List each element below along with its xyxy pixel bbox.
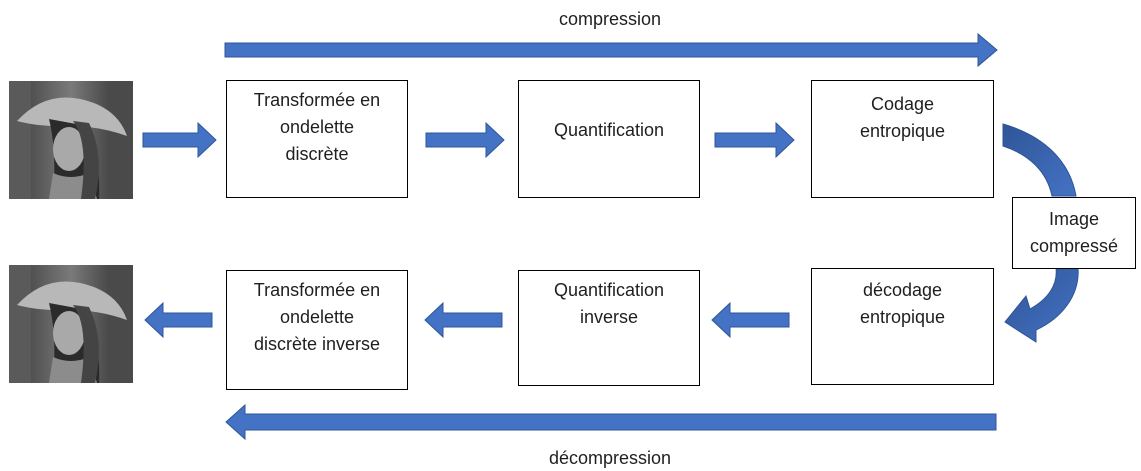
compressed-image-box: Image compressé	[1012, 197, 1136, 269]
idwt-line-3: discrète inverse	[253, 334, 381, 354]
decodage-entropique-label: décodage entropique	[812, 277, 993, 331]
dwt-line-2: ondelette	[279, 117, 355, 137]
output-image	[9, 265, 133, 383]
quant-inv-line-1: Quantification	[553, 280, 665, 300]
dwt-line-3: discrète	[285, 144, 349, 164]
quant-inv-line-2: inverse	[579, 307, 639, 327]
portrait-photo-icon	[9, 265, 133, 383]
arrow-decodage-to-quant-inv	[711, 301, 790, 339]
curved-arrow-upper	[1002, 123, 1077, 197]
arrow-quant-to-codage	[714, 121, 795, 159]
arrow-idwt-to-output	[144, 301, 213, 339]
idwt-line-1: Transformée en	[253, 280, 381, 300]
arrow-dwt-to-quant	[425, 121, 505, 159]
compressed-line-2: compressé	[1029, 236, 1119, 256]
quantification-inverse-label: Quantification inverse	[519, 277, 699, 331]
portrait-photo-icon	[9, 81, 133, 199]
compressed-line-1: Image	[1048, 209, 1100, 229]
dwt-line-1: Transformée en	[253, 90, 381, 110]
curved-arrow-lower	[1004, 267, 1079, 343]
quantification-box: Quantification	[518, 80, 700, 198]
idwt-box: Transformée en ondelette discrète invers…	[226, 270, 408, 390]
codage-line-1: Codage	[870, 94, 935, 114]
decompression-long-arrow	[225, 403, 997, 441]
quantification-line-1: Quantification	[553, 120, 665, 140]
codage-entropique-label: Codage entropique	[812, 91, 993, 145]
decodage-line-1: décodage	[862, 280, 943, 300]
arrow-quant-inv-to-idwt	[424, 301, 503, 339]
idwt-line-2: ondelette	[279, 307, 355, 327]
decodage-entropique-box: décodage entropique	[811, 268, 994, 385]
compression-long-arrow	[224, 32, 998, 68]
idwt-label: Transformée en ondelette discrète invers…	[227, 277, 407, 358]
quantification-label: Quantification	[519, 117, 699, 144]
compressed-image-label: Image compressé	[1013, 206, 1135, 260]
compression-label: compression	[558, 9, 662, 29]
decodage-line-2: entropique	[859, 307, 946, 327]
decompression-label: décompression	[548, 448, 672, 468]
quantification-inverse-box: Quantification inverse	[518, 270, 700, 386]
input-image	[9, 81, 133, 199]
dwt-label: Transformée en ondelette discrète	[227, 87, 407, 168]
codage-entropique-box: Codage entropique	[811, 80, 994, 198]
dwt-box: Transformée en ondelette discrète	[226, 80, 408, 198]
arrow-input-to-dwt	[142, 121, 217, 159]
codage-line-2: entropique	[859, 121, 946, 141]
